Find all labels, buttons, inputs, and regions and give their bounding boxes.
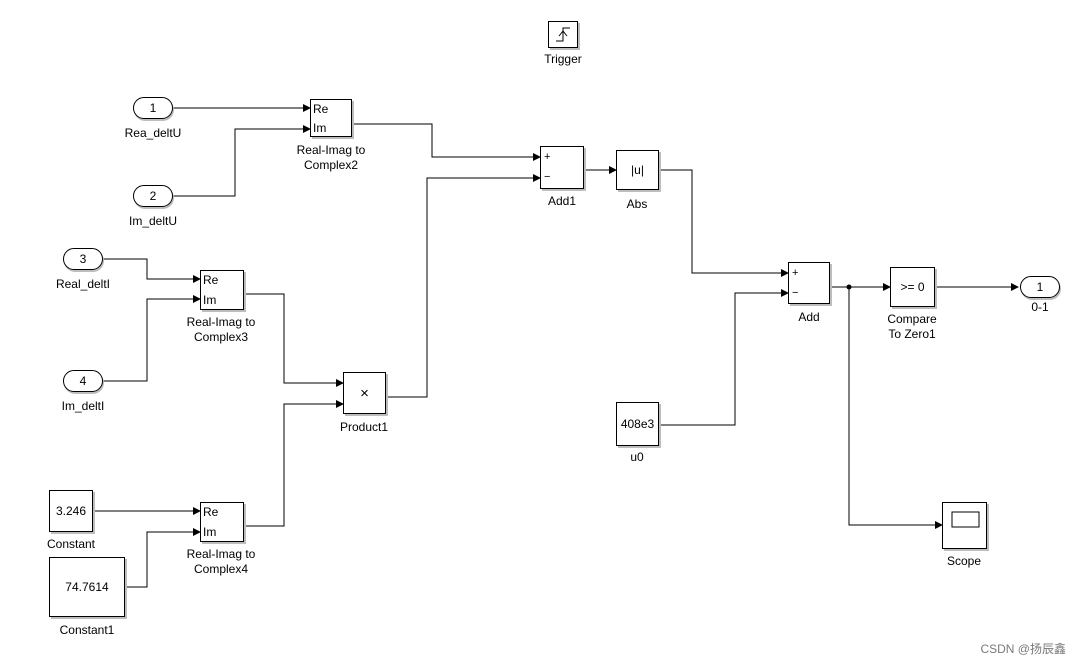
line-complex3-to-product1 bbox=[244, 293, 344, 387]
plus-sign: + bbox=[792, 267, 799, 279]
product1-block[interactable]: × bbox=[343, 372, 386, 414]
inport-2-label: Im_deltU bbox=[128, 214, 178, 228]
real-imag-to-complex2-block[interactable]: Re Im bbox=[310, 99, 352, 137]
real-imag-to-complex4-label: Real-Imag to Complex4 bbox=[186, 547, 256, 576]
watermark: CSDN @扬辰鑫 bbox=[980, 642, 1066, 656]
inport-4[interactable]: 4 bbox=[63, 370, 103, 392]
minus-sign: − bbox=[544, 171, 551, 183]
scope-screen-icon bbox=[951, 511, 980, 528]
inport-1-label: Rea_deltU bbox=[124, 126, 182, 140]
outport-1[interactable]: 1 bbox=[1020, 276, 1060, 298]
re-port-label: Re bbox=[203, 505, 219, 519]
compare-value: >= 0 bbox=[900, 280, 925, 294]
inport-4-label: Im_deltI bbox=[61, 399, 105, 413]
add-block[interactable]: + − bbox=[788, 262, 830, 304]
compare-to-zero1-label: Compare To Zero1 bbox=[887, 312, 937, 341]
re-port-label: Re bbox=[203, 273, 219, 287]
constant1-label: Constant1 bbox=[59, 623, 115, 637]
inport-2[interactable]: 2 bbox=[133, 185, 173, 207]
trigger-label: Trigger bbox=[544, 52, 582, 66]
line-in4-to-complex3-im bbox=[103, 295, 201, 382]
add1-block[interactable]: + − bbox=[540, 146, 584, 189]
product1-label: Product1 bbox=[339, 420, 389, 434]
trigger-block[interactable] bbox=[548, 21, 578, 48]
abs-block[interactable]: |u| bbox=[616, 150, 659, 190]
constant-value: 3.246 bbox=[55, 504, 87, 518]
real-imag-to-complex2-label: Real-Imag to Complex2 bbox=[296, 143, 366, 172]
inport-3[interactable]: 3 bbox=[63, 248, 103, 270]
u0-value: 408e3 bbox=[620, 417, 655, 431]
line-constant1-to-complex4-im bbox=[125, 528, 201, 588]
abs-label: Abs bbox=[626, 197, 648, 211]
branch-point bbox=[846, 284, 852, 290]
trigger-icon bbox=[556, 27, 570, 42]
inport-3-label: Real_deltI bbox=[55, 277, 111, 291]
constant1-value: 74.7614 bbox=[65, 580, 109, 594]
add-label: Add bbox=[798, 310, 820, 324]
plus-sign: + bbox=[544, 151, 551, 163]
line-branch-to-scope bbox=[848, 287, 943, 529]
add1-label: Add1 bbox=[547, 194, 577, 208]
scope-block[interactable] bbox=[942, 502, 987, 549]
line-product1-to-add1 bbox=[386, 174, 541, 398]
outport-1-label: 0-1 bbox=[1031, 300, 1049, 314]
abs-value: |u| bbox=[631, 163, 644, 177]
line-in2-to-complex2-im bbox=[173, 125, 311, 197]
re-port-label: Re bbox=[313, 102, 329, 116]
compare-to-zero1-block[interactable]: >= 0 bbox=[890, 267, 935, 307]
im-port-label: Im bbox=[313, 121, 327, 135]
minus-sign: − bbox=[792, 287, 799, 299]
u0-label: u0 bbox=[630, 450, 644, 464]
constant1-block[interactable]: 74.7614 bbox=[49, 557, 125, 617]
scope-label: Scope bbox=[946, 554, 982, 568]
inport-1[interactable]: 1 bbox=[133, 97, 173, 119]
real-imag-to-complex4-block[interactable]: Re Im bbox=[200, 502, 244, 542]
line-abs-to-add bbox=[659, 169, 789, 277]
constant-block[interactable]: 3.246 bbox=[49, 490, 93, 532]
constant-label: Constant bbox=[46, 537, 96, 551]
real-imag-to-complex3-label: Real-Imag to Complex3 bbox=[186, 315, 256, 344]
line-u0-to-add bbox=[659, 289, 789, 426]
multiply-icon: × bbox=[360, 384, 369, 402]
line-in3-to-complex3-re bbox=[103, 258, 201, 283]
u0-block[interactable]: 408e3 bbox=[616, 402, 659, 446]
line-complex4-to-product1 bbox=[244, 400, 344, 527]
im-port-label: Im bbox=[203, 293, 217, 307]
line-complex2-to-add1 bbox=[352, 123, 541, 161]
real-imag-to-complex3-block[interactable]: Re Im bbox=[200, 270, 244, 310]
im-port-label: Im bbox=[203, 525, 217, 539]
